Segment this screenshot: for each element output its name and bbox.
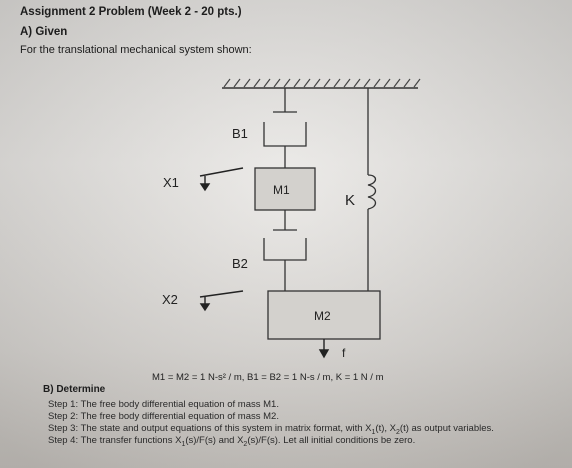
damper-b1 [263, 88, 307, 168]
parameters-text: M1 = M2 = 1 N-s² / m, B1 = B2 = 1 N-s / … [152, 372, 384, 383]
step-4-part: (s)/F(s). Let all initial conditions be … [247, 435, 416, 446]
step-4: Step 4: The transfer functions X1(s)/F(s… [48, 435, 415, 448]
x2-arrow [199, 290, 244, 312]
assignment-title: Assignment 2 Problem (Week 2 - 20 pts.) [20, 6, 242, 18]
force-arrow [318, 339, 330, 359]
step-3-part: (t) as output variables. [399, 423, 494, 434]
step-1: Step 1: The free body differential equat… [48, 399, 279, 410]
step-4-sub: 1 [181, 440, 186, 448]
spring-k [367, 88, 377, 291]
damper-b2 [263, 210, 307, 291]
step-3-sub: 2 [396, 428, 400, 436]
step-3: Step 3: The state and output equations o… [48, 423, 494, 436]
k-label: K [345, 192, 355, 209]
mass-m2 [267, 290, 381, 340]
x1-arrow [199, 167, 244, 192]
step-4-part: Step 4: The transfer functions X [48, 435, 182, 446]
m2-label: M2 [314, 309, 331, 323]
step-3-sub: 1 [371, 428, 376, 436]
b1-label: B1 [232, 126, 248, 141]
step-4-sub: 2 [243, 440, 248, 448]
step-2: Step 2: The free body differential equat… [48, 411, 279, 422]
step-3-part: Step 3: The state and output equations o… [48, 423, 372, 434]
x2-label: X2 [162, 292, 178, 307]
b2-label: B2 [232, 256, 248, 271]
mass-m1 [254, 167, 316, 211]
given-text: For the translational mechanical system … [20, 44, 252, 56]
section-b-heading: B) Determine [43, 384, 106, 395]
section-a-heading: A) Given [20, 26, 68, 38]
m1-label: M1 [273, 183, 290, 197]
step-3-part: (t), X [375, 423, 397, 434]
x1-label: X1 [163, 175, 179, 190]
force-label: f [342, 346, 346, 360]
step-4-part: (s)/F(s) and X [185, 435, 244, 446]
ground [222, 78, 421, 89]
